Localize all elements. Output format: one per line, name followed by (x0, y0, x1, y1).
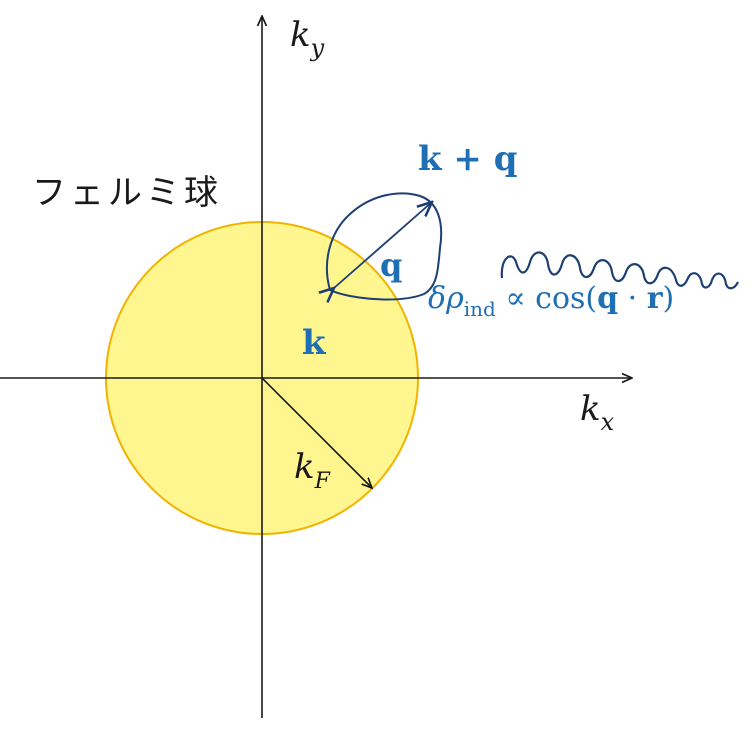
wavy-line-icon (500, 251, 739, 290)
ky-label-sub: y (310, 34, 325, 62)
density-formula: δρind ∝ cos(q · r) (428, 281, 674, 321)
formula-delta: δ (428, 281, 446, 316)
kf-label-sub: F (314, 469, 331, 494)
kx-label: kx (580, 389, 615, 436)
q-vector-arrow (334, 202, 432, 288)
kx-label-main: k (580, 389, 601, 429)
formula-rho: ρ (445, 281, 464, 316)
kf-label-main: k (294, 447, 315, 487)
ky-label: ky (290, 15, 325, 62)
formula-r: r (647, 281, 664, 316)
k-plus-q-label: k + q (418, 139, 518, 179)
kf-radius-arrow (261, 377, 372, 488)
formula-dot: · (618, 281, 647, 316)
kx-label-sub: x (601, 408, 615, 436)
formula-sub: ind (464, 297, 496, 321)
formula-propto: ∝ cos( (496, 281, 597, 316)
q-label: q (380, 246, 402, 284)
kf-label: kF (294, 447, 331, 494)
formula-close: ) (663, 281, 675, 316)
ky-label-main: k (290, 15, 311, 55)
k-label: k (302, 323, 327, 363)
fermi-sphere-label: フェルミ球 (32, 173, 222, 213)
formula-q: q (597, 281, 618, 316)
